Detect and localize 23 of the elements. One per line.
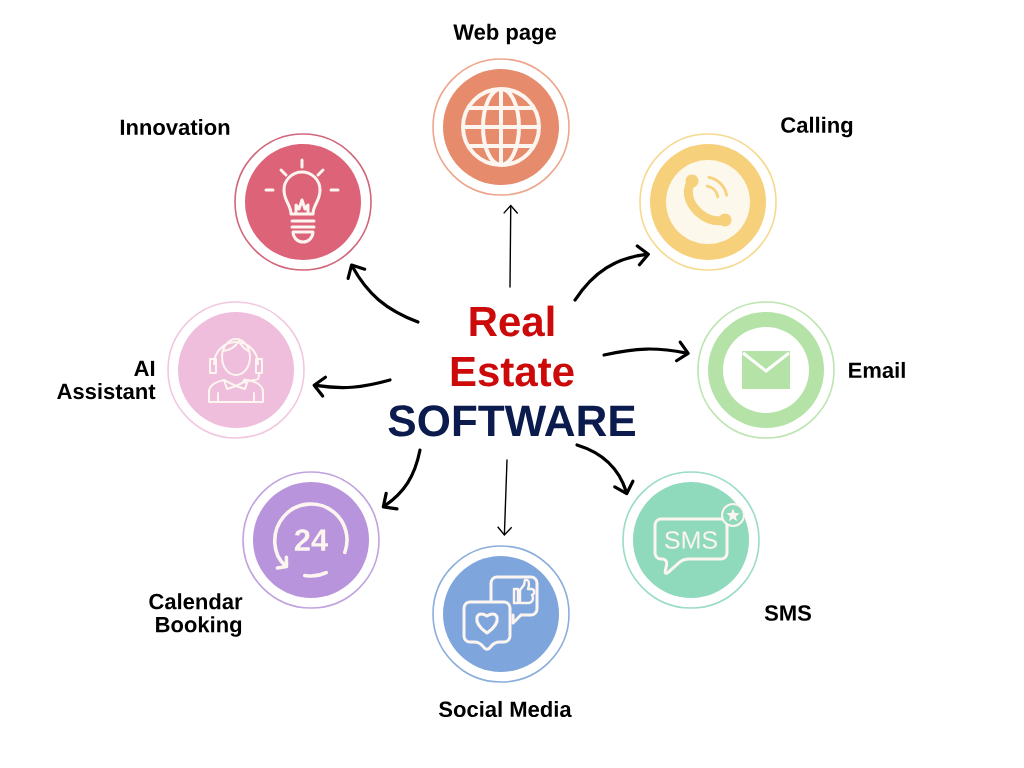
arrow [575, 443, 635, 496]
node-label: Innovation [120, 118, 230, 136]
node-label: AI Assistant [57, 360, 156, 400]
node-label: Calling [781, 116, 853, 138]
arrow [312, 375, 392, 398]
arrow [381, 448, 422, 511]
arrow [573, 244, 650, 302]
circle-badge [234, 133, 372, 271]
node-label: Web page [453, 23, 556, 45]
arrow [602, 340, 690, 363]
circle-badge: 24 [242, 471, 380, 609]
title-text: Real Estate SOFTWARE [388, 305, 635, 437]
circle-badge [167, 301, 305, 439]
node-label: Calendar Booking [149, 593, 243, 637]
arrow [346, 263, 420, 324]
circle-badge [639, 133, 777, 271]
arrow [503, 204, 519, 288]
circle-badge: SMS [622, 471, 760, 609]
arrow [497, 459, 513, 537]
node-label: SMS [764, 605, 811, 621]
node-label: Social Media [439, 700, 572, 718]
node-label: Email [849, 361, 905, 379]
circle-badge [432, 58, 570, 196]
